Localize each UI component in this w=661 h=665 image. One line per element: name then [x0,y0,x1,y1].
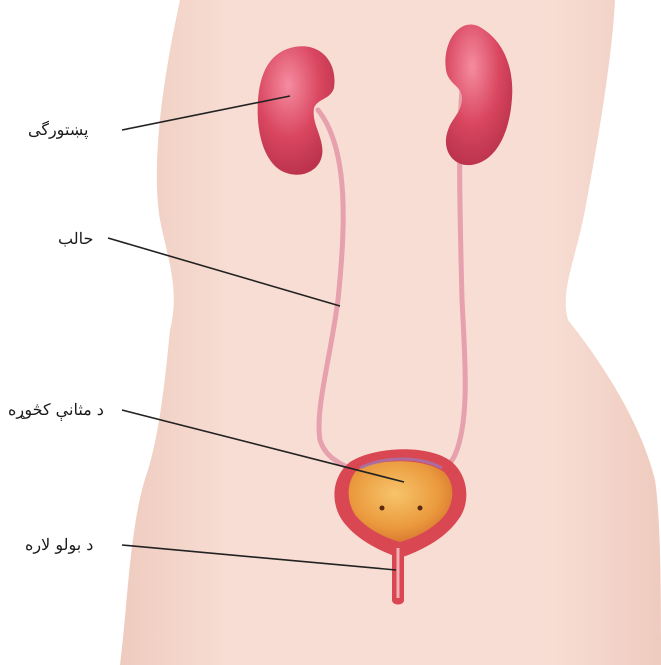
urethra-label: د بولو لاره [25,535,93,555]
kidney-label: پښتورگی [28,120,89,140]
bladder-label: د مثانې کڅوړه [8,400,104,420]
ureter-opening-right [418,506,423,511]
torso-silhouette [120,0,661,665]
ureter-label: حالب [58,229,93,249]
ureter-opening-left [380,506,385,511]
